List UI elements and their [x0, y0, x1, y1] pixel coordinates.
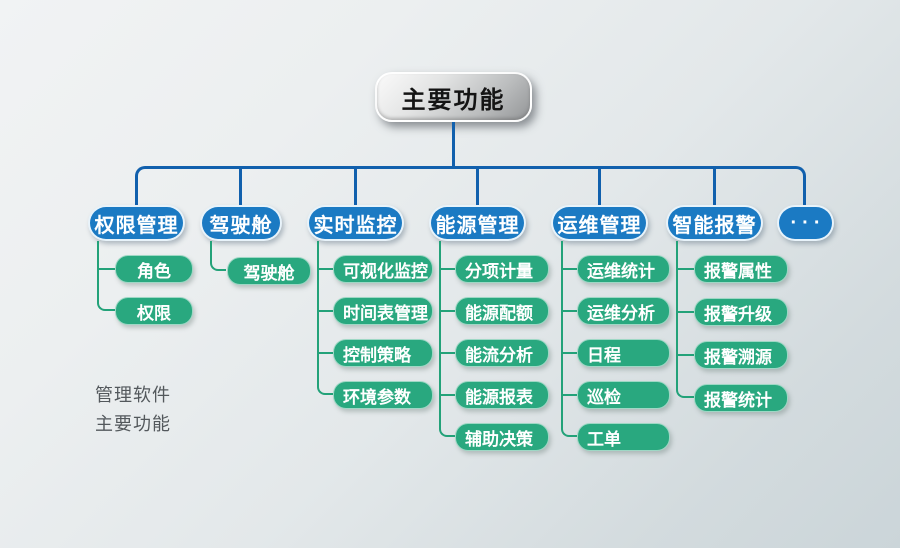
connector-elbow-submetering: [439, 268, 455, 270]
connector-elbow-alarm-attribute: [676, 268, 694, 270]
connector-elbow-inspection: [561, 394, 577, 396]
connector-corner-cockpit: [210, 261, 226, 271]
child-energy-quota: 能源配额: [455, 297, 549, 325]
connector-trunk-cockpit: [210, 241, 212, 262]
child-alarm-escalation: 报警升级: [694, 298, 788, 326]
child-env-params: 环境参数: [333, 381, 433, 409]
connector-drop-realtime: [354, 166, 357, 205]
branch-smart-alarm: 智能报警: [666, 205, 763, 241]
child-alarm-statistics: 报警统计: [694, 384, 788, 412]
child-alarm-attribute: 报警属性: [694, 255, 788, 283]
child-submetering: 分项计量: [455, 255, 549, 283]
connector-corner-energy: [439, 427, 455, 437]
connector-drop-energy: [476, 166, 479, 205]
child-visual-monitoring: 可视化监控: [333, 255, 433, 283]
branch-energy-mgmt: 能源管理: [429, 205, 526, 241]
connector-corner-alarm: [676, 388, 694, 398]
child-om-analysis: 运维分析: [577, 297, 670, 325]
connector-elbow-om-statistics: [561, 268, 577, 270]
connector-elbow-schedule-mgmt: [317, 310, 333, 312]
connector-bus-right-corner: [794, 166, 806, 180]
child-control-strategy: 控制策略: [333, 339, 433, 367]
connector-drop-more: [803, 179, 806, 205]
connector-elbow-control-strategy: [317, 352, 333, 354]
child-role: 角色: [115, 255, 193, 283]
connector-root-stem: [452, 122, 455, 167]
child-energy-report: 能源报表: [455, 381, 549, 409]
connector-corner-realtime: [317, 385, 333, 395]
connector-elbow-calendar: [561, 352, 577, 354]
connector-elbow-visual-monitoring: [317, 268, 333, 270]
connector-elbow-energy-quota: [439, 310, 455, 312]
child-om-statistics: 运维统计: [577, 255, 670, 283]
branch-cockpit: 驾驶舱: [200, 205, 282, 241]
branch-permission-mgmt: 权限管理: [88, 205, 185, 241]
child-decision-support: 辅助决策: [455, 423, 549, 451]
connector-corner-permission: [97, 301, 115, 311]
root-node-main-functions: 主要功能: [375, 72, 532, 122]
connector-bus-left-corner: [135, 166, 147, 180]
connector-elbow-om-analysis: [561, 310, 577, 312]
child-inspection: 巡检: [577, 381, 670, 409]
child-energy-flow-analysis: 能流分析: [455, 339, 549, 367]
branch-realtime-monitoring: 实时监控: [307, 205, 404, 241]
child-alarm-tracing: 报警溯源: [694, 341, 788, 369]
branch-om-mgmt: 运维管理: [551, 205, 648, 241]
connector-drop-om: [598, 166, 601, 205]
connector-elbow-role: [97, 268, 115, 270]
connector-drop-cockpit: [239, 166, 242, 205]
connector-drop-permission: [135, 179, 138, 205]
connector-elbow-energy-report: [439, 394, 455, 396]
connector-bus: [145, 166, 796, 169]
connector-elbow-alarm-tracing: [676, 354, 694, 356]
caption-line1: 管理软件: [95, 385, 171, 405]
connector-trunk-energy: [439, 241, 441, 428]
child-cockpit: 驾驶舱: [227, 257, 311, 285]
caption: 管理软件 主要功能: [95, 381, 171, 439]
connector-trunk-alarm: [676, 241, 678, 389]
child-work-order: 工单: [577, 423, 670, 451]
child-calendar: 日程: [577, 339, 670, 367]
connector-elbow-energy-flow: [439, 352, 455, 354]
connector-elbow-alarm-escalation: [676, 311, 694, 313]
child-permission: 权限: [115, 297, 193, 325]
connector-trunk-permission: [97, 241, 99, 302]
connector-corner-om: [561, 427, 577, 437]
connector-trunk-om: [561, 241, 563, 428]
connector-trunk-realtime: [317, 241, 319, 386]
child-schedule-mgmt: 时间表管理: [333, 297, 433, 325]
branch-more-ellipsis: ···: [777, 205, 834, 241]
connector-drop-alarm: [713, 166, 716, 205]
caption-line2: 主要功能: [95, 414, 171, 434]
